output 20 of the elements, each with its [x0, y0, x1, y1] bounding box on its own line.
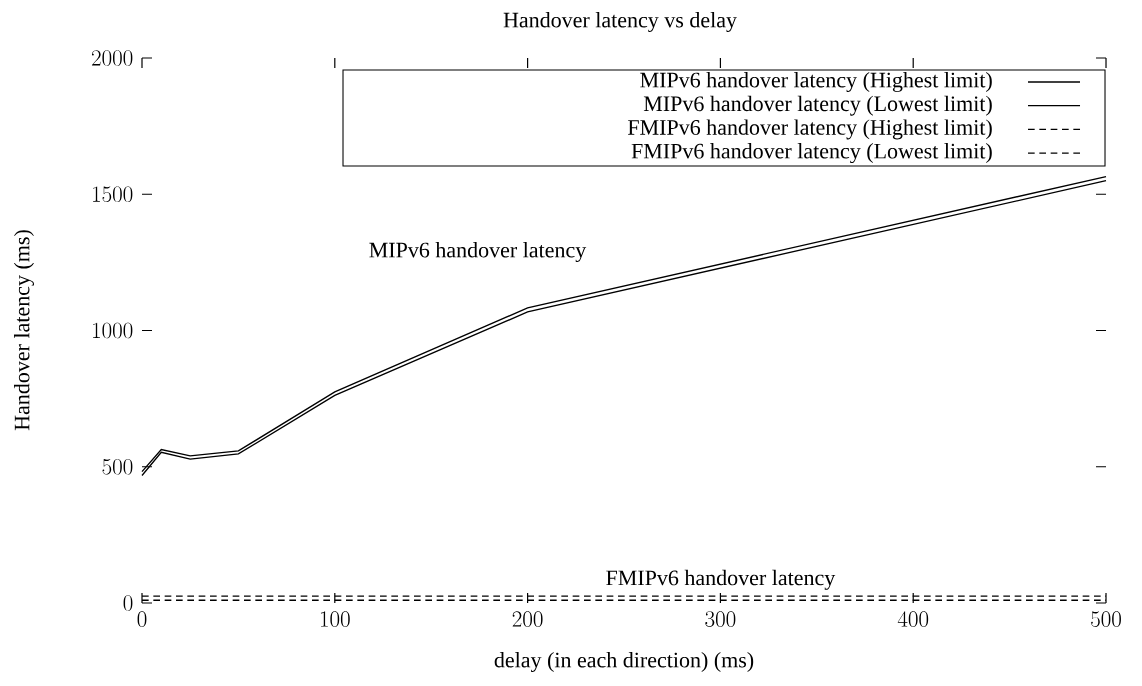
- y-axis-title: Handover latency (ms): [14, 230, 34, 431]
- x-tick-label: 200: [512, 611, 543, 627]
- y-tick-label: 1500: [93, 186, 133, 203]
- legend-label: FMIPv6 handover latency (Lowest limit): [631, 143, 992, 164]
- y-tick-label: 1000: [93, 322, 133, 339]
- y-tick-label: 0: [123, 595, 133, 611]
- x-tick-label: 500: [1091, 611, 1121, 627]
- y-tick-label: 2000: [91, 50, 133, 66]
- x-tick-label: 0: [137, 611, 147, 627]
- annotation: MIPv6 handover latency: [369, 242, 587, 262]
- x-tick-label: 300: [705, 611, 736, 627]
- legend-label: MIPv6 handover latency (Highest limit): [640, 72, 992, 92]
- chart-title: Handover latency vs delay: [503, 12, 737, 32]
- x-axis-title: delay (in each direction) (ms): [494, 652, 754, 672]
- legend-label: MIPv6 handover latency (Lowest limit): [643, 95, 992, 116]
- y-tick-label: 500: [102, 458, 133, 475]
- x-tick-label: 400: [897, 611, 929, 627]
- x-tick-label: 100: [320, 611, 350, 627]
- legend-label: FMIPv6 handover latency (Highest limit): [628, 119, 992, 140]
- annotation: FMIPv6 handover latency: [606, 569, 836, 590]
